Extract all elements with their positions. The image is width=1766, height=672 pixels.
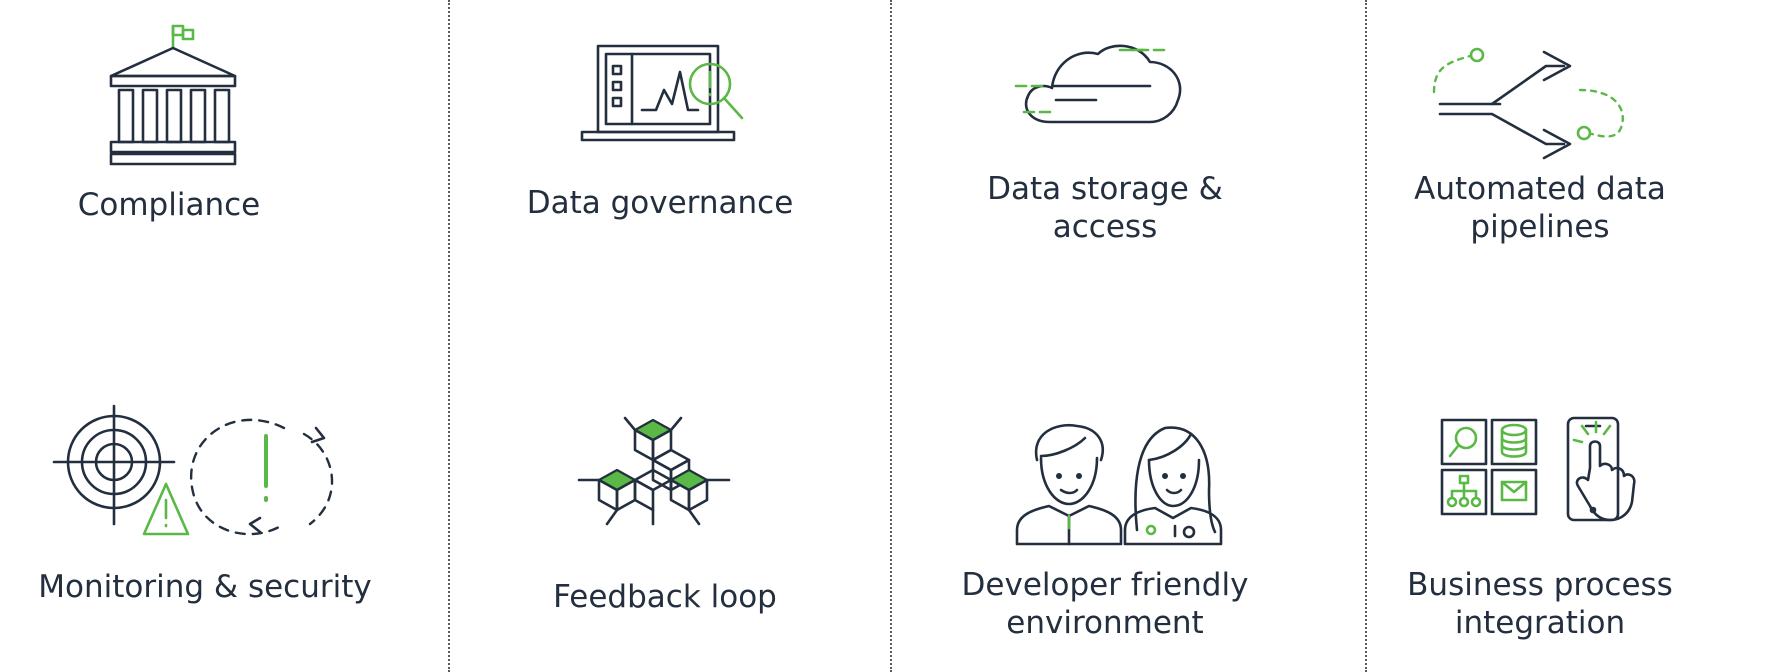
apps-phone-touch-icon bbox=[1440, 416, 1660, 526]
hexagon-cubes-icon bbox=[575, 410, 735, 540]
tile-label: Monitoring & security bbox=[38, 569, 372, 605]
target-alert-cycle-icon bbox=[52, 404, 344, 541]
courthouse-flag-icon bbox=[105, 20, 245, 170]
column-divider-1 bbox=[448, 0, 450, 672]
tile-label: Compliance bbox=[77, 187, 261, 223]
tile-label: Automated data pipelines bbox=[1414, 171, 1666, 245]
tile-label: Developer friendly environment bbox=[961, 567, 1249, 641]
column-divider-2 bbox=[890, 0, 892, 672]
laptop-chart-magnifier-icon bbox=[580, 42, 760, 152]
tile-label: Feedback loop bbox=[553, 579, 777, 615]
column-divider-3 bbox=[1365, 0, 1367, 672]
tile-label: Data storage & access bbox=[987, 171, 1223, 245]
split-arrows-pipeline-icon bbox=[1430, 44, 1630, 164]
cloud-icon bbox=[1010, 36, 1190, 131]
tile-label: Data governance bbox=[526, 185, 794, 221]
tile-label: Business process integration bbox=[1407, 567, 1673, 641]
developers-people-icon bbox=[1015, 420, 1225, 546]
